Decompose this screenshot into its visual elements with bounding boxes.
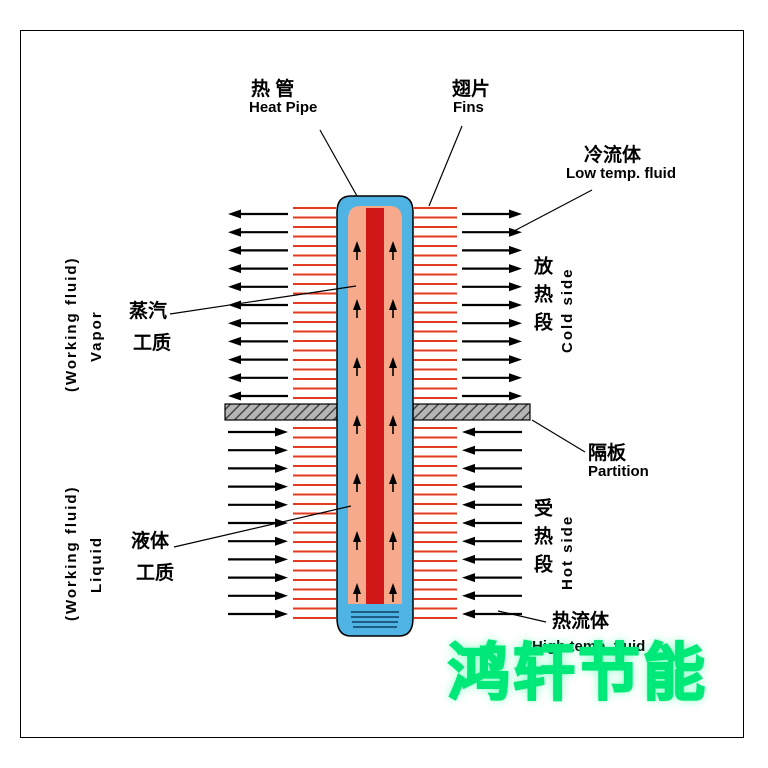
flow-arrow-head bbox=[462, 518, 475, 528]
liquid-pool-lines bbox=[351, 611, 399, 628]
label-liquid-zh-2: 工质 bbox=[136, 563, 175, 584]
label-cold-section-zh: 放热段 bbox=[531, 256, 552, 340]
label-vapor-zh-2: 工质 bbox=[133, 333, 172, 354]
fins bbox=[293, 207, 457, 619]
flow-arrow-head bbox=[275, 445, 288, 455]
label-liquid-en: Liquid bbox=[88, 536, 105, 593]
flow-arrow-head bbox=[462, 609, 475, 619]
flow-arrow-head bbox=[228, 336, 241, 346]
flow-arrow-head bbox=[509, 227, 522, 237]
flow-arrow-head bbox=[275, 518, 288, 528]
leader-heat-pipe bbox=[319, 129, 358, 197]
flow-arrow-head bbox=[509, 282, 522, 292]
flow-arrow-head bbox=[228, 227, 241, 237]
label-cold-section-en: Cold side bbox=[559, 267, 576, 353]
flow-arrow-head bbox=[228, 209, 241, 219]
label-cold-fluid-zh: 冷流体 bbox=[584, 145, 642, 166]
leader-liquid bbox=[173, 505, 352, 548]
vapor-arrow-head bbox=[353, 241, 361, 252]
leader-hot-fluid bbox=[497, 610, 547, 623]
flow-arrow-head bbox=[509, 373, 522, 383]
leader-fins bbox=[428, 125, 463, 207]
flow-arrow-head bbox=[509, 318, 522, 328]
watermark: 鸿轩节能 bbox=[447, 638, 709, 709]
flow-arrow-head bbox=[462, 500, 475, 510]
flow-arrow-head bbox=[462, 554, 475, 564]
label-fins-zh: 翅片 bbox=[452, 79, 491, 100]
flow-arrow-head bbox=[462, 463, 475, 473]
flow-arrow-head bbox=[228, 318, 241, 328]
flow-arrow-head bbox=[275, 536, 288, 546]
flow-arrow-head bbox=[275, 573, 288, 583]
external-flow-arrows bbox=[228, 209, 522, 619]
vapor-arrow-head bbox=[389, 241, 397, 252]
label-fins-en: Fins bbox=[453, 99, 484, 116]
leader-partition bbox=[531, 419, 586, 453]
flow-arrow-head bbox=[509, 336, 522, 346]
flow-arrow-head bbox=[275, 482, 288, 492]
flow-arrow-head bbox=[509, 245, 522, 255]
label-partition-zh: 隔板 bbox=[588, 443, 627, 464]
heat-pipe-body bbox=[336, 195, 414, 637]
label-heat-pipe-en: Heat Pipe bbox=[249, 99, 318, 116]
label-vapor-en-sub: (Working fluid) bbox=[63, 256, 80, 392]
internal-vapor-arrows bbox=[353, 241, 397, 602]
flow-arrow-head bbox=[509, 264, 522, 274]
label-vapor-en: Vapor bbox=[88, 310, 105, 362]
vapor-arrow-head bbox=[353, 357, 361, 368]
vapor-arrow-head bbox=[389, 299, 397, 310]
flow-arrow-head bbox=[509, 209, 522, 219]
flow-arrow-head bbox=[228, 245, 241, 255]
vapor-arrow-head bbox=[389, 531, 397, 542]
label-hot-section-zh: 受热段 bbox=[531, 498, 552, 582]
vapor-arrow-head bbox=[389, 473, 397, 484]
vapor-arrow-head bbox=[353, 583, 361, 594]
flow-arrow-head bbox=[275, 591, 288, 601]
label-hot-section-en: Hot side bbox=[559, 514, 576, 590]
vapor-arrow-head bbox=[353, 473, 361, 484]
label-liquid-en-sub: (Working fluid) bbox=[63, 485, 80, 621]
label-heat-pipe-zh: 热 管 bbox=[251, 79, 295, 100]
leader-cold-fluid bbox=[513, 189, 593, 232]
flow-arrow-head bbox=[228, 355, 241, 365]
label-hot-fluid-zh: 热流体 bbox=[552, 611, 610, 632]
flow-arrow-head bbox=[509, 355, 522, 365]
vapor-arrow-head bbox=[389, 357, 397, 368]
flow-arrow-head bbox=[509, 391, 522, 401]
flow-arrow-head bbox=[275, 554, 288, 564]
flow-arrow-head bbox=[462, 591, 475, 601]
flow-arrow-head bbox=[275, 427, 288, 437]
border-frame bbox=[20, 30, 744, 738]
flow-arrow-head bbox=[462, 573, 475, 583]
flow-arrow-head bbox=[275, 463, 288, 473]
label-hot-fluid-en: High temp. fluid bbox=[532, 638, 646, 655]
flow-arrow-head bbox=[228, 300, 241, 310]
vapor-arrow-head bbox=[353, 531, 361, 542]
label-cold-fluid-en: Low temp. fluid bbox=[566, 165, 676, 182]
flow-arrow-head bbox=[228, 282, 241, 292]
flow-arrow-head bbox=[462, 482, 475, 492]
vapor-arrow-head bbox=[353, 415, 361, 426]
flow-arrow-head bbox=[462, 427, 475, 437]
label-partition-en: Partition bbox=[588, 463, 649, 480]
flow-arrow-head bbox=[228, 264, 241, 274]
flow-arrow-head bbox=[275, 500, 288, 510]
flow-arrow-head bbox=[228, 373, 241, 383]
vapor-arrow-head bbox=[389, 415, 397, 426]
flow-arrow-head bbox=[275, 609, 288, 619]
label-vapor-zh-1: 蒸汽 bbox=[129, 301, 168, 322]
leader-vapor bbox=[169, 285, 357, 315]
flow-arrow-head bbox=[462, 445, 475, 455]
label-liquid-zh-1: 液体 bbox=[131, 531, 170, 552]
flow-arrow-head bbox=[228, 391, 241, 401]
heat-pipe-vapor-core bbox=[366, 208, 384, 604]
leader-lines bbox=[169, 125, 593, 623]
flow-arrow-head bbox=[509, 300, 522, 310]
flow-arrow-head bbox=[462, 536, 475, 546]
vapor-arrow-head bbox=[353, 299, 361, 310]
vapor-arrow-head bbox=[389, 583, 397, 594]
